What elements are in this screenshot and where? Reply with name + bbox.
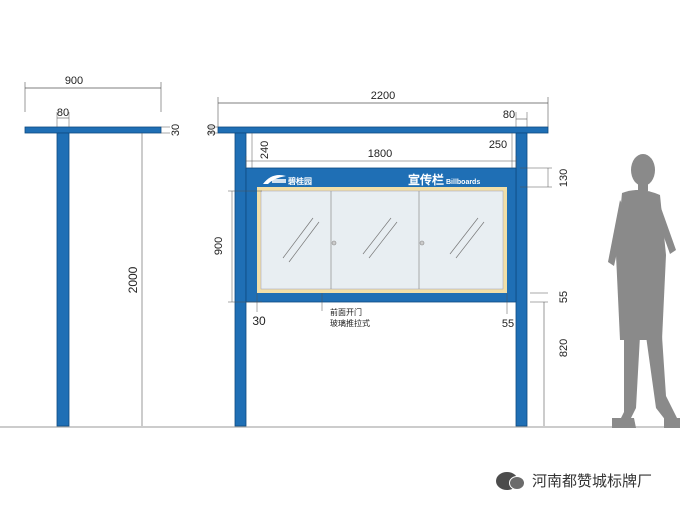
dim-glass-height: 900 xyxy=(213,237,225,255)
board-title-en: Billboards xyxy=(446,179,480,186)
dim-panel-width: 1800 xyxy=(368,148,392,160)
logo-icon xyxy=(263,175,286,184)
dim-bottom-30: 30 xyxy=(252,314,266,328)
door-handle-left xyxy=(331,240,337,246)
dim-header-height: 130 xyxy=(558,169,570,187)
dim-front-240: 240 xyxy=(259,141,271,159)
dim-side-width: 900 xyxy=(65,75,83,87)
wechat-icon xyxy=(496,471,525,490)
note-line1: 前面开门 xyxy=(330,307,362,317)
note-line2: 玻璃推拉式 xyxy=(330,318,370,328)
front-view: 碧桂园 宣传栏 Billboards 2200 80 30 240 250 18… xyxy=(206,90,570,427)
logo-text: 碧桂园 xyxy=(287,176,312,186)
door-handle-right xyxy=(419,240,425,246)
watermark: 河南都赞城标牌厂 xyxy=(496,470,652,491)
watermark-text: 河南都赞城标牌厂 xyxy=(532,472,653,490)
side-cap-beam xyxy=(24,126,162,134)
board-title: 宣传栏 xyxy=(408,172,444,187)
dim-ground-height: 820 xyxy=(558,339,570,357)
human-silhouette xyxy=(608,154,680,428)
dim-side-cap: 30 xyxy=(170,124,182,136)
front-left-post xyxy=(234,132,247,427)
dim-side-post: 80 xyxy=(57,107,69,119)
dim-front-width: 2200 xyxy=(371,90,395,102)
side-view: 900 80 30 2000 xyxy=(24,75,182,427)
front-cap-beam xyxy=(217,126,549,134)
side-post xyxy=(56,132,70,427)
dim-bottom-55-right: 55 xyxy=(558,291,570,303)
dim-front-250: 250 xyxy=(489,139,507,151)
dim-side-height: 2000 xyxy=(126,266,140,293)
front-right-post xyxy=(515,132,528,427)
dim-front-cap: 30 xyxy=(206,124,218,136)
glass-panel xyxy=(260,190,504,290)
dim-bottom-55-left: 55 xyxy=(502,318,514,330)
dim-front-post: 80 xyxy=(503,109,515,121)
